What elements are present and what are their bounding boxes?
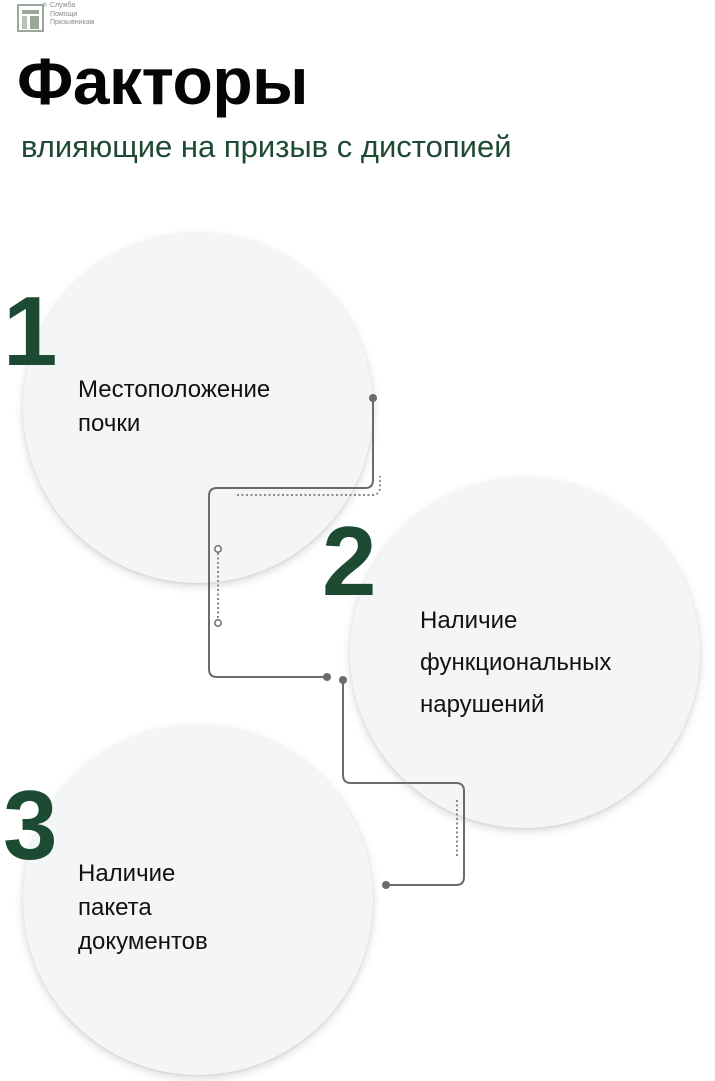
factor-number-3: 3: [3, 770, 58, 880]
brand-logo-icon: [17, 2, 47, 32]
factor-number-1: 1: [3, 276, 58, 386]
connector-dot: [339, 676, 347, 684]
factor-label-line: Наличие: [420, 607, 518, 634]
factor-label-3: Наличие пакета документов: [78, 857, 208, 959]
factor-label-line: пакета: [78, 894, 152, 921]
factor-label-2: Наличие функциональных нарушений: [420, 600, 611, 726]
factor-number-2: 2: [322, 506, 377, 616]
brand-logo: Служба Помощи Призывникам: [17, 2, 95, 32]
brand-logo-text: Служба Помощи Призывникам: [50, 2, 95, 28]
connector-dot: [382, 881, 390, 889]
factor-label-line: нарушений: [420, 691, 545, 718]
factor-label-line: почки: [78, 410, 141, 437]
factor-label-line: функциональных: [420, 649, 612, 676]
logo-text-line: Призывникам: [50, 19, 95, 26]
connector-dot: [323, 673, 331, 681]
logo-text-line: Служба: [50, 2, 76, 9]
page-subtitle: влияющие на призыв с дистопией: [21, 129, 512, 164]
factor-circle-3: [23, 725, 373, 1075]
factor-label-line: Наличие: [78, 860, 176, 887]
page-title: Факторы: [17, 44, 309, 118]
logo-text-line: Помощи: [50, 10, 78, 18]
factor-label-line: Местоположение: [78, 376, 271, 403]
factor-label-1: Местоположение почки: [78, 373, 270, 441]
connector-ring: [214, 619, 222, 627]
factor-label-line: документов: [78, 928, 208, 955]
